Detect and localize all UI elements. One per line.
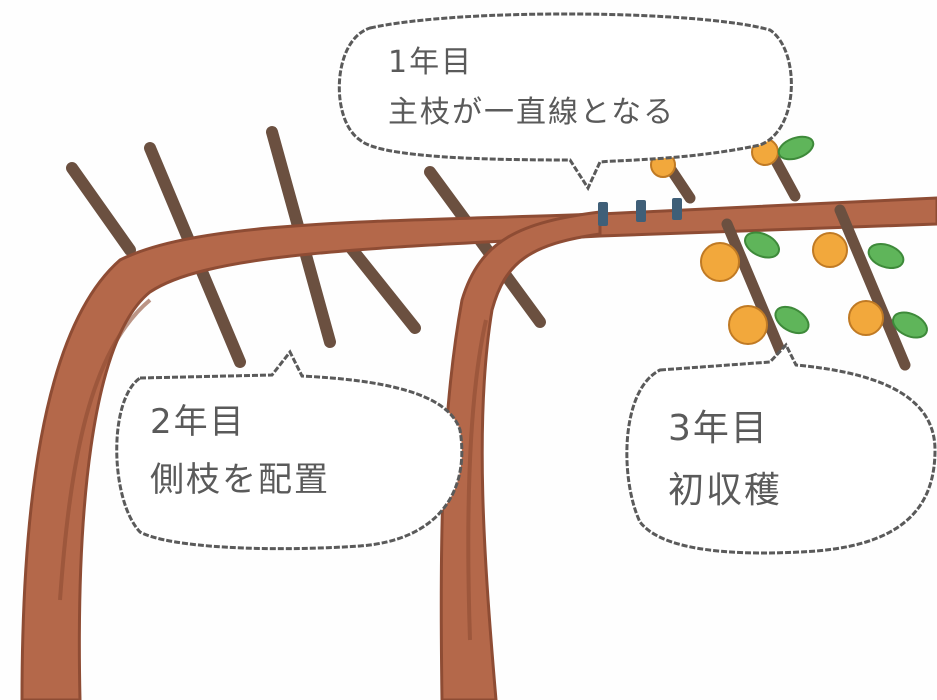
trunk-shading — [58, 298, 152, 601]
bubble-year2 — [115, 349, 464, 551]
year3-caption: 初収穫 — [668, 470, 783, 511]
bubble-year2-text: 2年目 側枝を配置 — [150, 393, 330, 509]
tie-icon — [598, 202, 608, 226]
leaf-icon — [777, 135, 815, 161]
fruit-branch — [834, 204, 911, 371]
leaf-icon — [774, 305, 810, 335]
bubble-year3-text: 3年目 初収穫 — [668, 398, 782, 522]
year3-label: 3年目 — [668, 408, 769, 449]
side-branch — [66, 162, 136, 256]
year1-label: 1年目 — [388, 45, 474, 80]
bubble-year1 — [337, 12, 793, 192]
year2-caption: 側枝を配置 — [150, 460, 330, 500]
leaf-icon — [867, 242, 905, 270]
fruit-icon — [700, 242, 740, 282]
year1-caption: 主枝が一直線となる — [388, 95, 676, 130]
fruit-branch — [721, 218, 788, 361]
fruit-icon — [812, 232, 848, 268]
fruit-icon — [728, 305, 768, 345]
leaves — [744, 135, 928, 339]
fruit-icon — [848, 300, 884, 336]
speech-bubbles — [115, 12, 937, 555]
branch-ties — [598, 198, 682, 226]
side-branch — [424, 166, 546, 328]
year2-label: 2年目 — [150, 402, 246, 442]
leaf-icon — [892, 311, 928, 339]
bubble-year1-text: 1年目 主枝が一直線となる — [388, 38, 675, 138]
right-trunk — [439, 210, 602, 700]
tie-icon — [636, 200, 646, 222]
bubble-year3 — [625, 342, 937, 555]
trunk-shading — [466, 319, 488, 641]
leaf-icon — [744, 231, 780, 259]
left-trunk — [20, 196, 937, 700]
tie-icon — [672, 198, 682, 220]
